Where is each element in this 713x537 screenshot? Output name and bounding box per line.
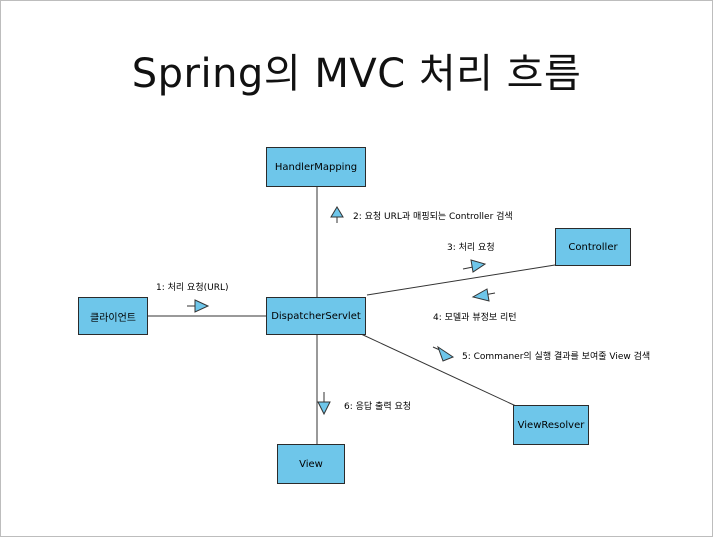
message-2-label: 2: 요청 URL과 매핑되는 Controller 검색 [353, 212, 513, 222]
node-view-resolver[interactable]: ViewResolver [513, 405, 589, 445]
arrow-6-icon [317, 392, 331, 416]
arrow-1-icon [187, 299, 210, 313]
message-5-label: 5: Commaner의 실행 결과를 보여줄 View 검색 [462, 352, 651, 362]
node-dispatcher-servlet[interactable]: DispatcherServlet [266, 297, 366, 335]
link-dispatcher-controller [366, 264, 556, 296]
arrow-5-icon [432, 345, 455, 362]
message-4-label: 4: 모델과 뷰정보 리턴 [433, 313, 517, 323]
arrow-2-icon [330, 206, 344, 223]
slide-title: Spring의 MVC 처리 흐름 [131, 51, 582, 97]
arrow-4-icon [471, 288, 496, 302]
message-1-label: 1: 처리 요청(URL) [156, 283, 229, 293]
link-dispatcher-viewresolver [360, 333, 517, 407]
message-6-label: 6: 응답 출력 요청 [344, 402, 412, 412]
node-controller[interactable]: Controller [555, 228, 631, 266]
message-3-label: 3: 처리 요청 [447, 243, 495, 253]
node-handler-mapping[interactable]: HandlerMapping [266, 147, 366, 187]
node-view[interactable]: View [277, 444, 345, 484]
node-client[interactable]: 클라이언트 [78, 297, 148, 335]
arrow-3-icon [462, 259, 487, 273]
